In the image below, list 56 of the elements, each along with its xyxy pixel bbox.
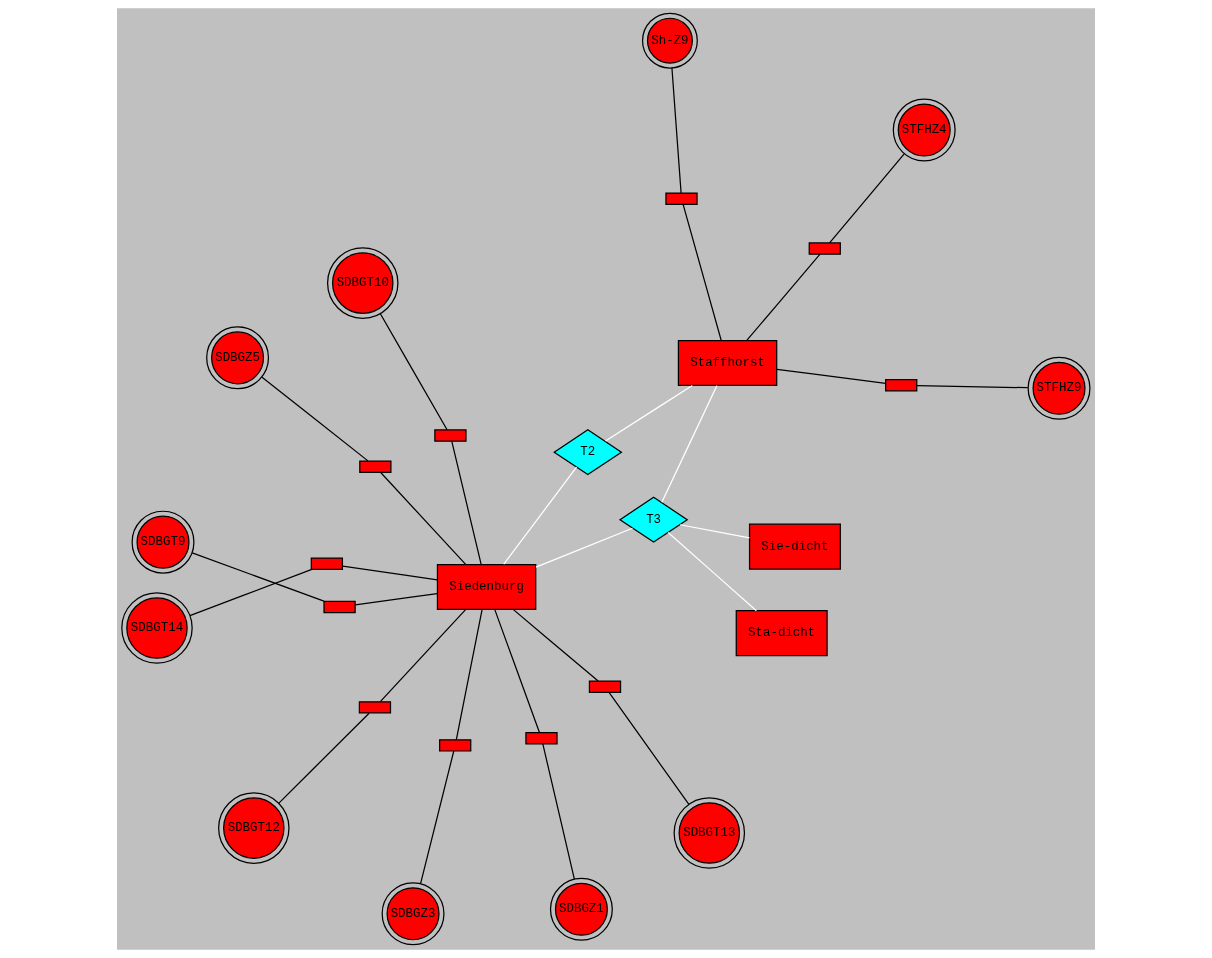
connector <box>828 153 905 244</box>
node-bar <box>808 242 841 255</box>
node-circle: STFHZ9 <box>1027 356 1091 420</box>
node-bar <box>665 192 698 205</box>
connector <box>278 712 370 804</box>
node-box: Siedenburg <box>436 564 537 610</box>
connector <box>189 568 313 617</box>
connector <box>535 527 634 568</box>
connector <box>682 204 722 342</box>
connector <box>667 531 757 612</box>
node-circle: SDBGT14 <box>121 592 193 664</box>
connector <box>604 384 693 442</box>
connector <box>261 376 369 462</box>
node-circle: SDBGZ3 <box>381 882 445 946</box>
connector <box>671 67 682 194</box>
node-circle: SDBGT12 <box>218 792 290 864</box>
node-box: Staffhorst <box>677 340 778 386</box>
connector <box>342 565 438 581</box>
node-bar <box>358 701 392 714</box>
connector <box>354 593 438 606</box>
node-bar <box>434 429 467 442</box>
node-bar <box>885 379 918 392</box>
connector <box>661 384 718 503</box>
node-bar <box>525 731 558 745</box>
node-circle: SDBGT13 <box>673 797 746 869</box>
node-box: Sta-dicht <box>735 610 828 657</box>
connector <box>916 384 1029 389</box>
node-bar <box>310 557 344 570</box>
node-circle: STFHZ4 <box>892 98 956 162</box>
connector <box>679 524 751 539</box>
node-circle: SDBGT9 <box>131 510 195 574</box>
connector <box>451 440 482 565</box>
connector <box>542 743 575 880</box>
node-bar <box>359 460 392 473</box>
node-circle: SDBGT10 <box>327 247 399 319</box>
node-bar <box>323 600 356 614</box>
node-box: Sie-dicht <box>748 523 841 570</box>
node-bar <box>439 739 472 752</box>
connector <box>494 609 540 733</box>
node-bar <box>588 680 622 694</box>
connector <box>776 368 887 384</box>
connector <box>746 253 821 341</box>
connector <box>512 609 599 682</box>
connector <box>191 552 325 602</box>
node-diamond: T3 <box>618 496 689 543</box>
connector <box>419 750 455 885</box>
node-diamond: T2 <box>553 429 623 476</box>
connector <box>608 692 690 805</box>
node-circle: SDBGZ5 <box>206 326 270 390</box>
connector <box>379 609 467 702</box>
connector <box>379 313 448 431</box>
connector <box>380 472 467 565</box>
connector <box>455 609 483 741</box>
connector <box>503 466 578 565</box>
node-circle: SDBGZ1 <box>549 877 613 941</box>
node-circle: Sh-Z9 <box>641 12 698 69</box>
